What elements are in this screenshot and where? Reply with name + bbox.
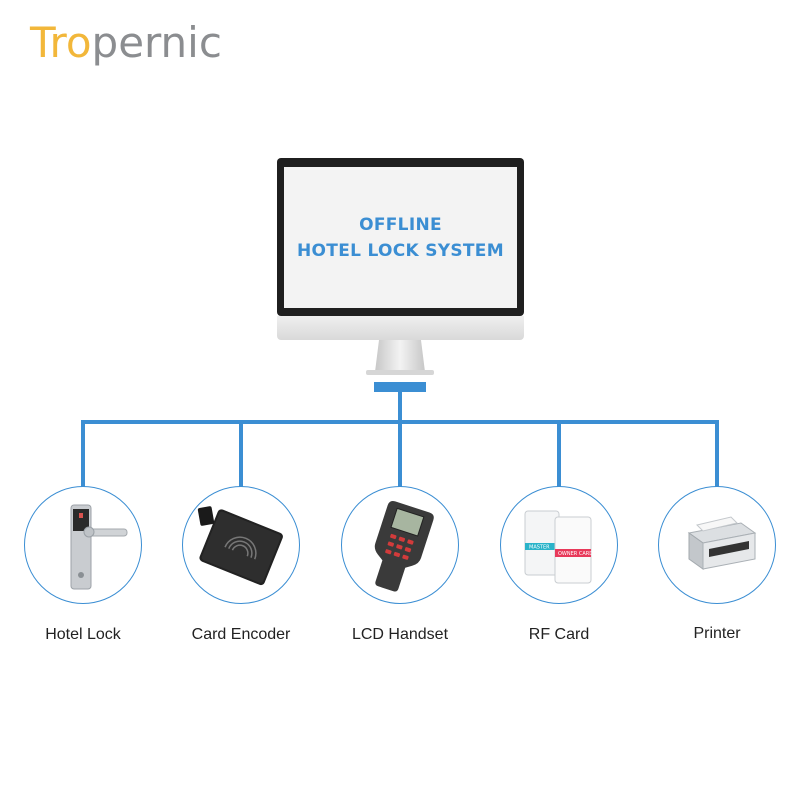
device-lcd-handset (341, 486, 459, 604)
lcd-handset-icon (374, 500, 434, 592)
monitor-stand-base (366, 370, 434, 375)
device-label-card-encoder: Card Encoder (191, 626, 291, 643)
rf-card-master-text: MASTER (529, 545, 550, 551)
rf-card-icon: MASTER OWNER CARD (524, 510, 593, 584)
brand-logo: Tropernic (30, 22, 222, 64)
hub-bar (374, 382, 426, 392)
device-hotel-lock (24, 486, 142, 604)
monitor-bezel: OFFLINE HOTEL LOCK SYSTEM (277, 158, 524, 316)
monitor-screen: OFFLINE HOTEL LOCK SYSTEM (284, 167, 517, 308)
brand-logo-accent: Tro (30, 18, 92, 67)
device-label-hotel-lock: Hotel Lock (45, 626, 121, 643)
device-printer (658, 486, 776, 604)
system-title-line2: HOTEL LOCK SYSTEM (297, 240, 504, 261)
device-label-lcd-handset: LCD Handset (351, 626, 449, 643)
system-title-line1: OFFLINE (359, 214, 442, 235)
monitor: OFFLINE HOTEL LOCK SYSTEM (277, 158, 524, 340)
printer-icon (687, 516, 757, 570)
rf-card-owner-text: OWNER CARD (558, 551, 593, 557)
device-label-printer: Printer (693, 625, 741, 642)
monitor-chin (277, 316, 524, 340)
device-label-rf-card: RF Card (528, 626, 590, 643)
card-encoder-icon (197, 506, 283, 586)
hotel-lock-icon (70, 504, 128, 590)
monitor-stand (375, 340, 425, 372)
brand-logo-rest: pernic (91, 18, 222, 67)
device-card-encoder (182, 486, 300, 604)
device-rf-card: MASTER OWNER CARD (500, 486, 618, 604)
